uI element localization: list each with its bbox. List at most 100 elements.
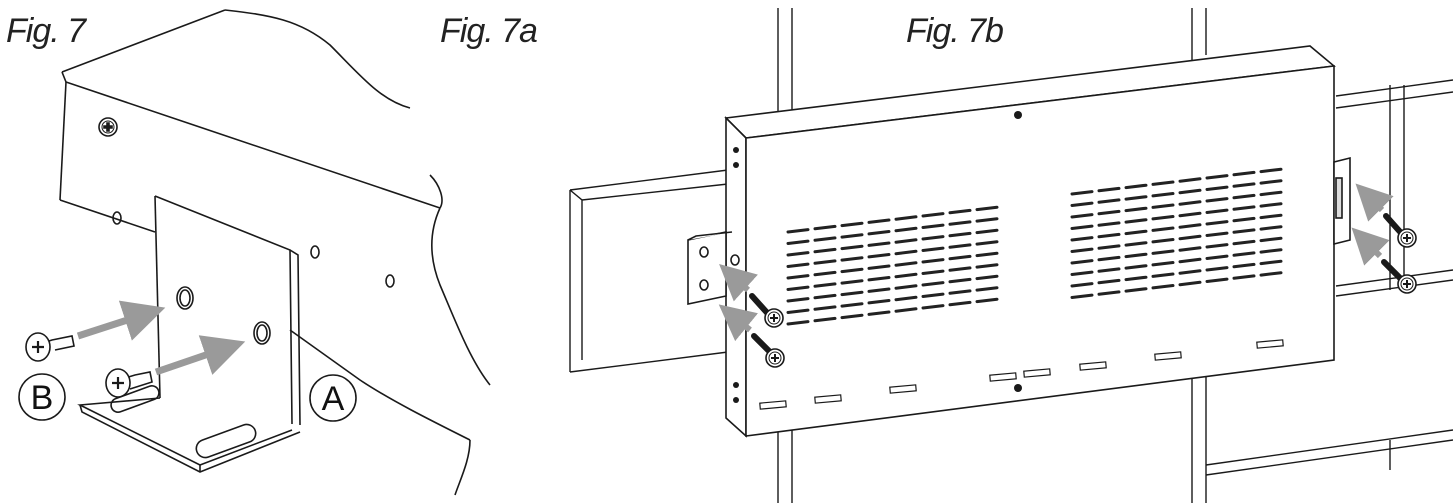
arrow-icon — [76, 300, 166, 341]
vent-slot — [786, 320, 810, 326]
arrow-icon — [1351, 227, 1390, 266]
vent-slot — [1178, 234, 1202, 241]
vent-slot — [1205, 266, 1229, 272]
vent-slot — [975, 263, 999, 269]
vent-slot — [1124, 183, 1148, 190]
vent-slot — [1205, 231, 1229, 237]
vent-slot — [894, 226, 918, 233]
vent-slot — [1205, 174, 1229, 180]
vent-slot — [786, 262, 810, 268]
callout-b: B — [18, 373, 66, 421]
vent-slot — [1259, 167, 1283, 174]
vent-slot — [1151, 226, 1175, 232]
vent-slot — [1232, 239, 1256, 246]
vent-slot — [1124, 275, 1148, 282]
svg-text:B: B — [31, 379, 54, 417]
vent-slot — [1070, 293, 1094, 299]
screw-assembly-left-upper — [719, 263, 784, 328]
vent-slot — [948, 231, 972, 238]
vent-slot — [1259, 236, 1283, 243]
wall-studs — [569, 8, 1453, 503]
vent-slot — [1097, 267, 1121, 273]
vent-slot — [867, 310, 891, 316]
vent-slot — [786, 228, 810, 234]
vent-slot — [786, 251, 810, 257]
vent-slot — [786, 274, 810, 280]
vent-slot — [1124, 252, 1148, 259]
vent-slot — [1097, 186, 1121, 193]
vent-slot — [948, 208, 972, 215]
vent-slot — [1151, 238, 1175, 244]
vent-slot — [948, 266, 972, 272]
vent-slot — [1205, 277, 1229, 283]
vent-slot — [1124, 229, 1148, 236]
vent-slot — [1259, 248, 1283, 254]
vent-slot — [1151, 272, 1175, 278]
vent-slot — [1178, 200, 1202, 206]
vent-slot — [1151, 249, 1175, 255]
vent-slot — [975, 217, 999, 223]
device-box — [724, 45, 1336, 438]
vent-slot — [1097, 221, 1121, 227]
vent-slot — [840, 267, 864, 274]
vent-slot — [1232, 274, 1256, 280]
screw-icon — [98, 117, 118, 137]
vent-slot — [1070, 224, 1094, 230]
vent-slot — [813, 247, 837, 254]
vent-slot — [786, 239, 810, 245]
vent-slot — [1259, 179, 1283, 185]
vent-slot — [894, 238, 918, 244]
vent-slot — [894, 215, 918, 221]
vent-slot — [1178, 211, 1202, 218]
vent-slot — [948, 243, 972, 249]
vent-slot — [813, 293, 837, 300]
vent-slot — [975, 240, 999, 246]
vent-slot — [1178, 177, 1202, 183]
vent-slot — [840, 302, 864, 308]
vent-slot — [1205, 243, 1229, 249]
svg-text:A: A — [322, 380, 345, 418]
vent-slot — [948, 254, 972, 261]
vent-slot — [1097, 244, 1121, 250]
vent-slot — [921, 235, 945, 241]
vent-slot — [921, 304, 945, 310]
vent-slot — [975, 228, 999, 235]
vent-slot — [1097, 290, 1121, 296]
vent-slot — [894, 284, 918, 290]
vent-slot — [1070, 259, 1094, 265]
vent-slot — [1070, 236, 1094, 242]
vent-slot — [921, 258, 945, 264]
vent-slot — [1205, 220, 1229, 226]
vent-slot — [1097, 209, 1121, 216]
vent-slot — [1124, 206, 1148, 213]
vent-slot — [1097, 232, 1121, 239]
vent-slot — [1124, 218, 1148, 224]
vent-slot — [1151, 284, 1175, 290]
vent-slot — [867, 218, 891, 224]
fig-7a-label: Fig. 7a — [440, 12, 538, 50]
vent-slot — [1097, 198, 1121, 204]
vent-slot — [921, 292, 945, 298]
vent-slot — [1259, 271, 1283, 277]
vent-slot — [1178, 269, 1202, 275]
vent-slot — [975, 251, 999, 258]
vent-slot — [975, 205, 999, 212]
vent-slot — [1070, 282, 1094, 288]
vent-slot — [813, 316, 837, 323]
screw-assembly-right-upper — [1355, 183, 1417, 248]
vent-slot — [867, 276, 891, 282]
vent-slot — [1070, 201, 1094, 207]
vent-slot — [948, 289, 972, 295]
vent-slot — [1259, 213, 1283, 220]
vent-slot — [867, 287, 891, 293]
screw-assembly-right-lower — [1351, 227, 1417, 294]
vent-slot — [894, 272, 918, 279]
vent-slot — [894, 307, 918, 313]
vent-slot — [1151, 192, 1175, 198]
vent-slot — [921, 269, 945, 275]
vent-slot — [975, 297, 999, 304]
fig-7b-label: Fig. 7b — [906, 12, 1004, 50]
vent-slot — [1070, 213, 1094, 219]
vent-slot — [1070, 247, 1094, 253]
vent-slot — [975, 274, 999, 281]
